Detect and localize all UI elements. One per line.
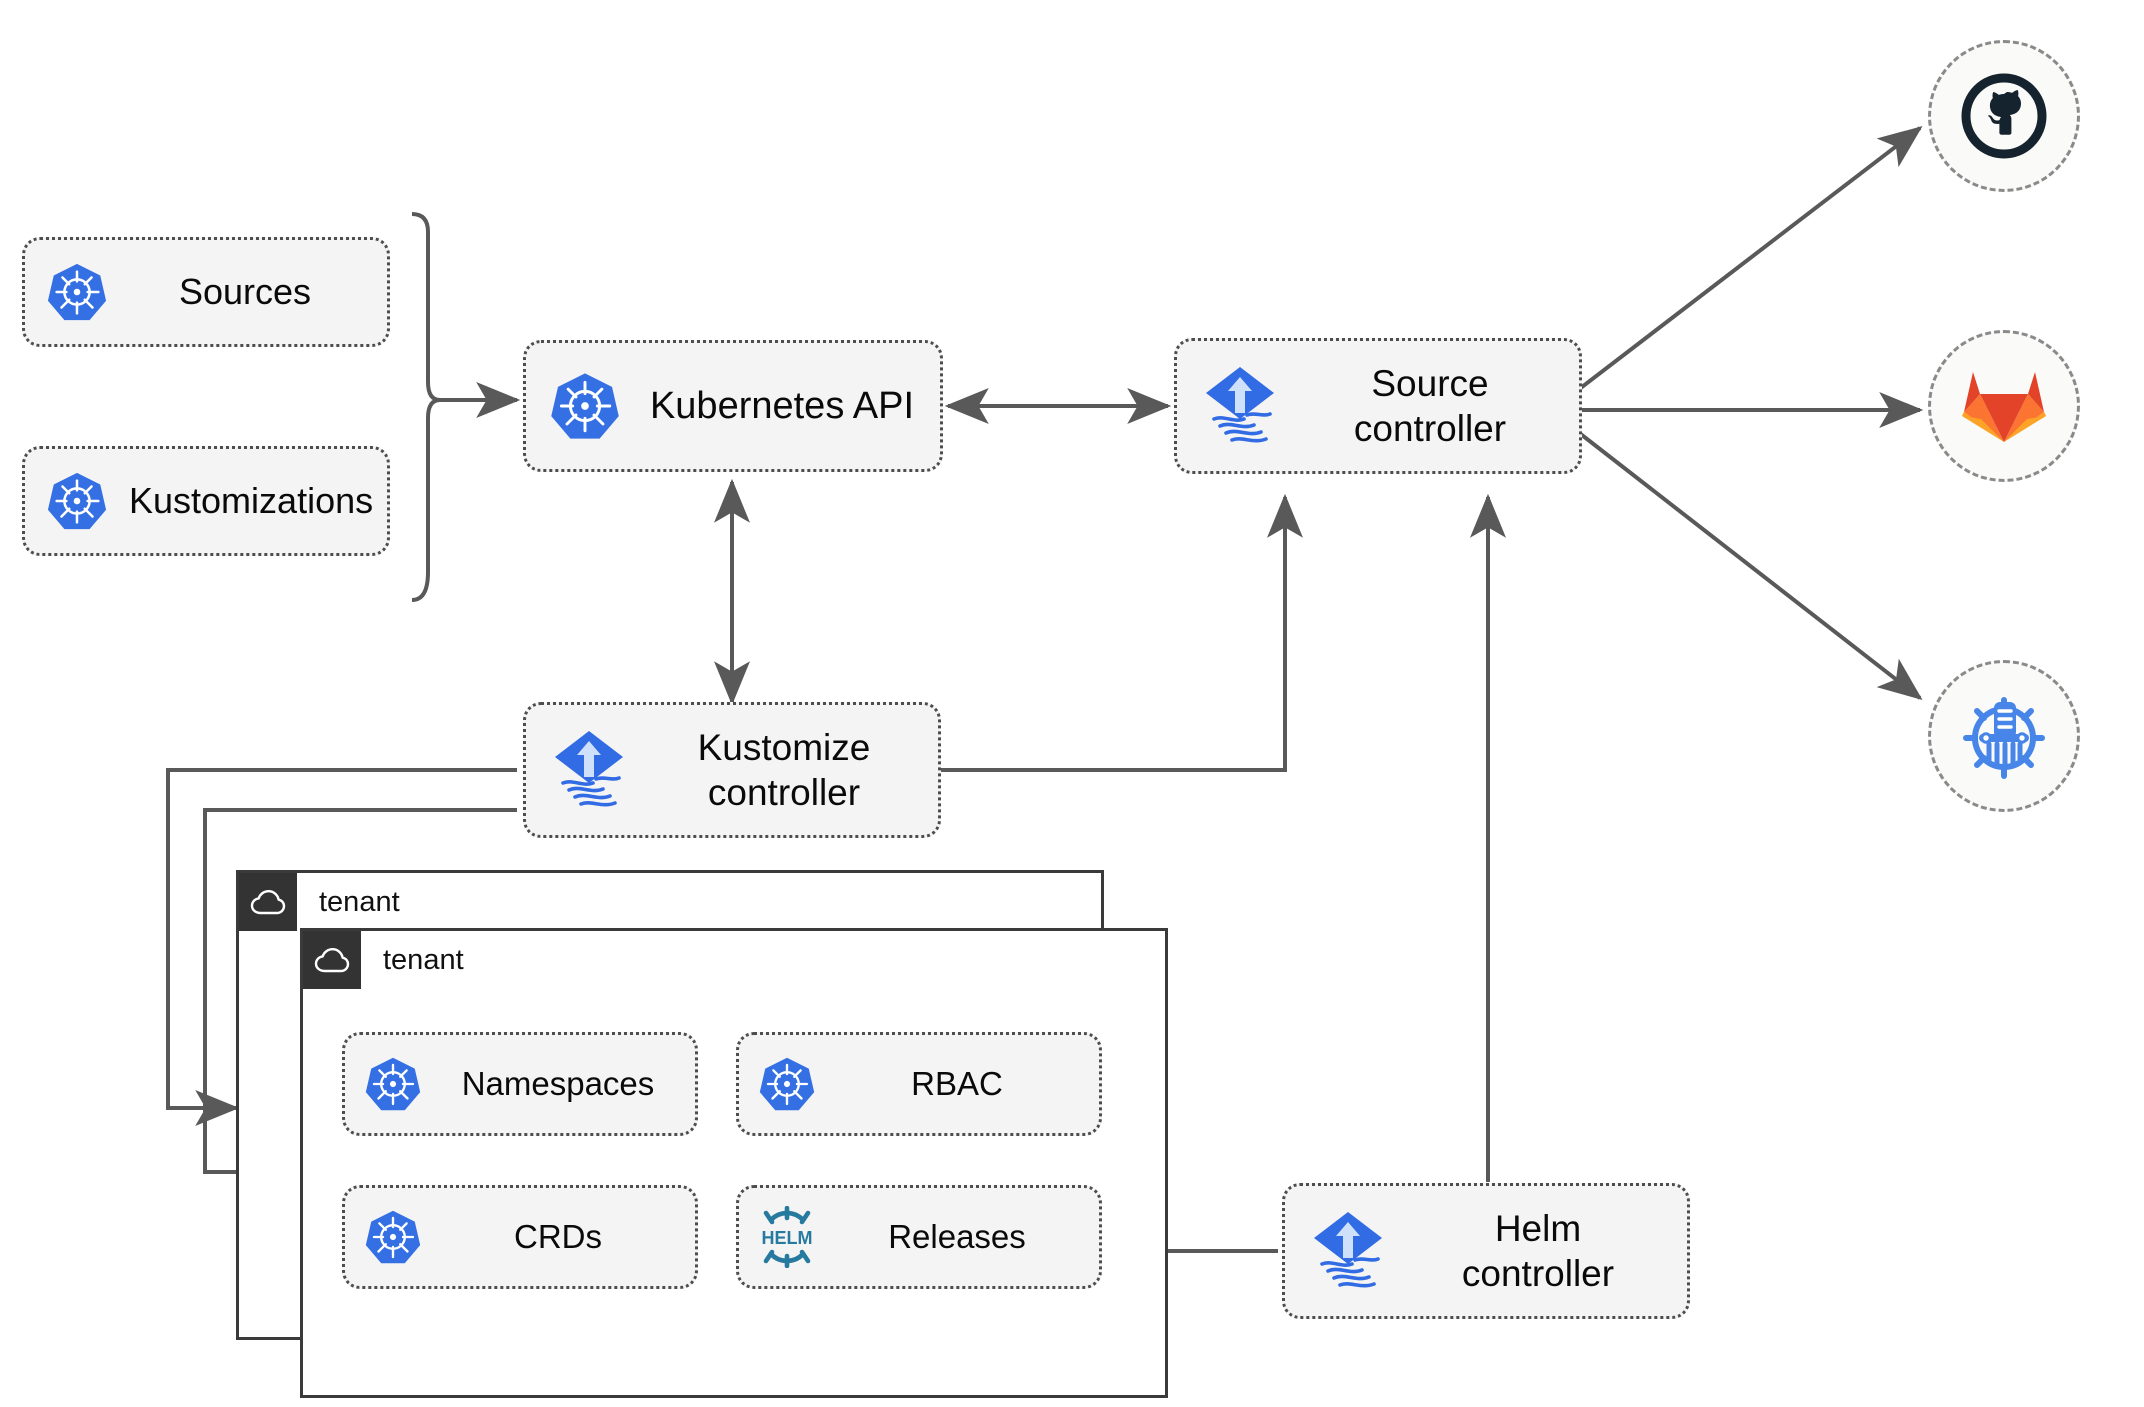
harbor-icon — [1963, 697, 2045, 779]
provider-harbor[interactable] — [1928, 660, 2080, 812]
node-label: Kubernetes API — [649, 384, 915, 427]
node-namespaces[interactable]: Namespaces — [342, 1032, 698, 1136]
helm-icon: HELM — [739, 1206, 835, 1268]
kubernetes-icon — [345, 1208, 441, 1266]
node-rbac[interactable]: RBAC — [736, 1032, 1102, 1136]
provider-github[interactable] — [1928, 40, 2080, 192]
node-crds[interactable]: CRDs — [342, 1185, 698, 1289]
node-label: Source controller — [1353, 362, 1507, 449]
brace-sources-group — [411, 212, 441, 602]
node-sources[interactable]: Sources — [22, 237, 390, 347]
node-kustomizations[interactable]: Kustomizations — [22, 446, 390, 556]
flux-icon — [1285, 1208, 1411, 1294]
node-label: Helm controller — [1461, 1207, 1615, 1294]
node-source-controller[interactable]: Source controller — [1174, 338, 1582, 474]
wire-source-to-github — [1576, 126, 1923, 392]
node-helm-controller[interactable]: Helm controller — [1282, 1183, 1690, 1319]
flux-icon — [526, 727, 652, 813]
node-label: Kustomize controller — [697, 726, 871, 813]
helm-wordmark: HELM — [762, 1228, 813, 1248]
node-label: Sources — [178, 271, 312, 313]
node-label: Releases — [888, 1217, 1026, 1255]
gitlab-icon — [1962, 372, 2046, 442]
node-kustomize-controller[interactable]: Kustomize controller — [523, 702, 941, 838]
tenant-header-front: tenant — [303, 931, 464, 989]
tenant-container-front: tenant — [300, 928, 1168, 1398]
wire-source-to-harbor — [1576, 430, 1923, 700]
tenant-label-back: tenant — [319, 885, 400, 918]
github-icon — [1961, 73, 2047, 159]
flux-icon — [1177, 363, 1303, 449]
node-releases[interactable]: HELM Releases — [736, 1185, 1102, 1289]
node-label: CRDs — [514, 1217, 602, 1255]
node-label: Namespaces — [461, 1064, 655, 1102]
node-label: Kustomizations — [129, 480, 374, 522]
cloud-icon — [239, 873, 297, 931]
tenant-label-front: tenant — [383, 943, 464, 976]
kubernetes-icon — [739, 1055, 835, 1113]
tenant-header-back: tenant — [239, 873, 400, 931]
node-kubernetes-api[interactable]: Kubernetes API — [523, 340, 943, 472]
wire-kustomize-to-source — [940, 493, 1303, 772]
cloud-icon — [303, 931, 361, 989]
node-label: RBAC — [911, 1064, 1003, 1102]
kubernetes-icon — [345, 1055, 441, 1113]
kubernetes-icon — [25, 470, 129, 532]
kubernetes-icon — [25, 261, 129, 323]
provider-gitlab[interactable] — [1928, 330, 2080, 482]
kubernetes-icon — [526, 370, 644, 442]
